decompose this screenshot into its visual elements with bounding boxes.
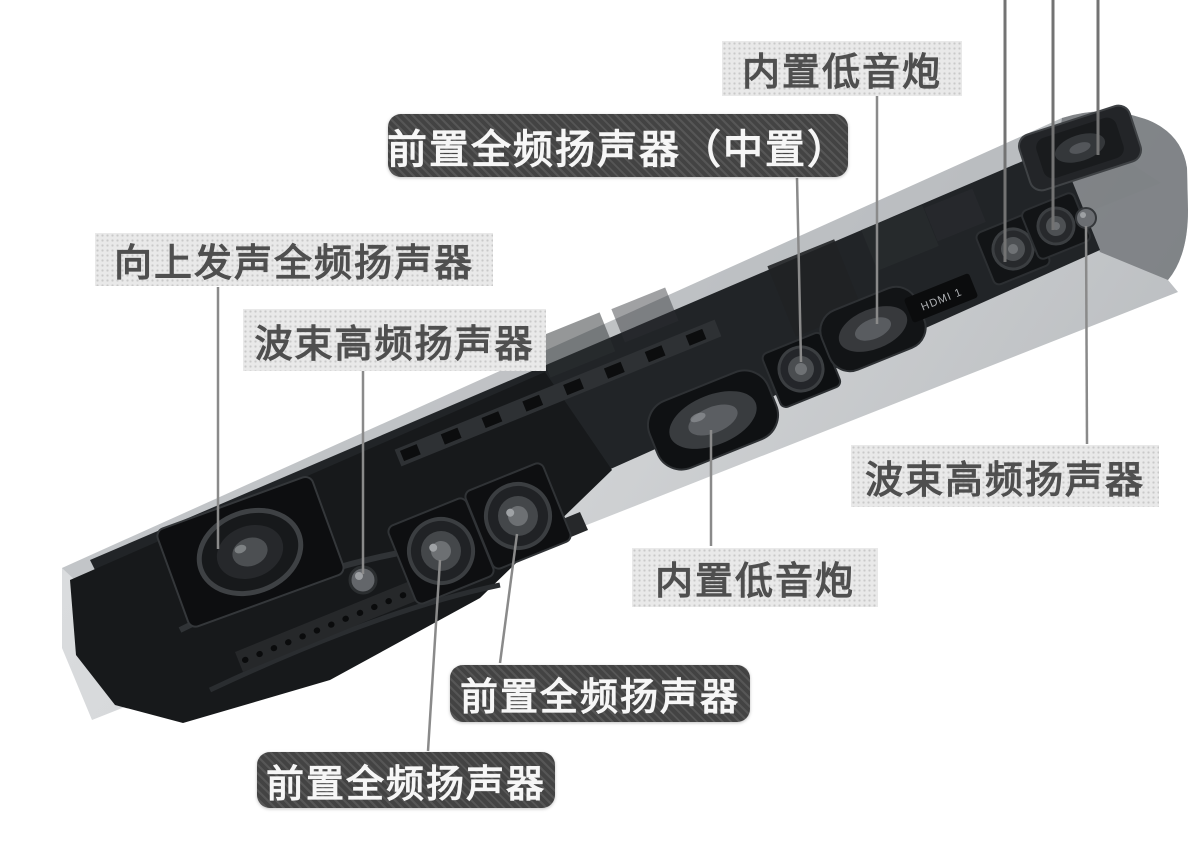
leader-line-front-upper (498, 533, 519, 664)
label-beam-tweeter-right: 波束高频扬声器 (851, 445, 1159, 507)
center-speaker (761, 331, 842, 408)
label-built-in-subwoofer-bottom: 内置低音炮 (632, 548, 878, 607)
square-subwoofer-right (1017, 104, 1143, 192)
label-beam-tweeter-left: 波束高频扬声器 (243, 309, 546, 371)
oval-subwoofer-front (647, 369, 779, 471)
front-speaker-left (387, 497, 495, 605)
upfiring-speaker (156, 476, 345, 628)
label-front-fullrange-center: 前置全频扬声器（中置） (387, 114, 849, 177)
oval-subwoofer-top (819, 285, 927, 373)
beam-tweeter-right-driver (1075, 207, 1097, 229)
label-built-in-subwoofer-bottom-text: 内置低音炮 (654, 561, 855, 603)
leader-lines (216, 0, 1100, 752)
label-upfiring-fullrange: 向上发声全频扬声器 (95, 233, 493, 286)
label-front-fullrange-lower-text: 前置全频扬声器 (265, 763, 546, 806)
soundbar-left-chassis (70, 372, 612, 723)
leader-line-front-lower (426, 559, 442, 752)
label-built-in-subwoofer-top-text: 内置低音炮 (741, 52, 942, 94)
surround-speaker-2 (1021, 192, 1091, 260)
label-front-fullrange-lower: 前置全频扬声器 (257, 752, 555, 808)
label-front-fullrange-upper-text: 前置全频扬声器 (459, 677, 740, 719)
soundbar-body: HDMI 1 (62, 104, 1188, 723)
label-built-in-subwoofer-top: 内置低音炮 (722, 41, 962, 96)
label-beam-tweeter-right-text: 波束高频扬声器 (864, 459, 1145, 502)
label-front-fullrange-upper: 前置全频扬声器 (450, 665, 750, 722)
label-front-fullrange-center-text: 前置全频扬声器（中置） (387, 127, 849, 172)
label-upfiring-fullrange-text: 向上发声全频扬声器 (113, 243, 474, 285)
label-beam-tweeter-left-text: 波束高频扬声器 (254, 323, 535, 366)
front-speaker-right (464, 462, 572, 570)
ghost-components (534, 188, 986, 378)
leader-line-beam-right (1084, 225, 1089, 445)
leader-line-front-center (795, 177, 803, 363)
bracket-slots (399, 324, 717, 462)
chassis-rib (208, 582, 501, 693)
